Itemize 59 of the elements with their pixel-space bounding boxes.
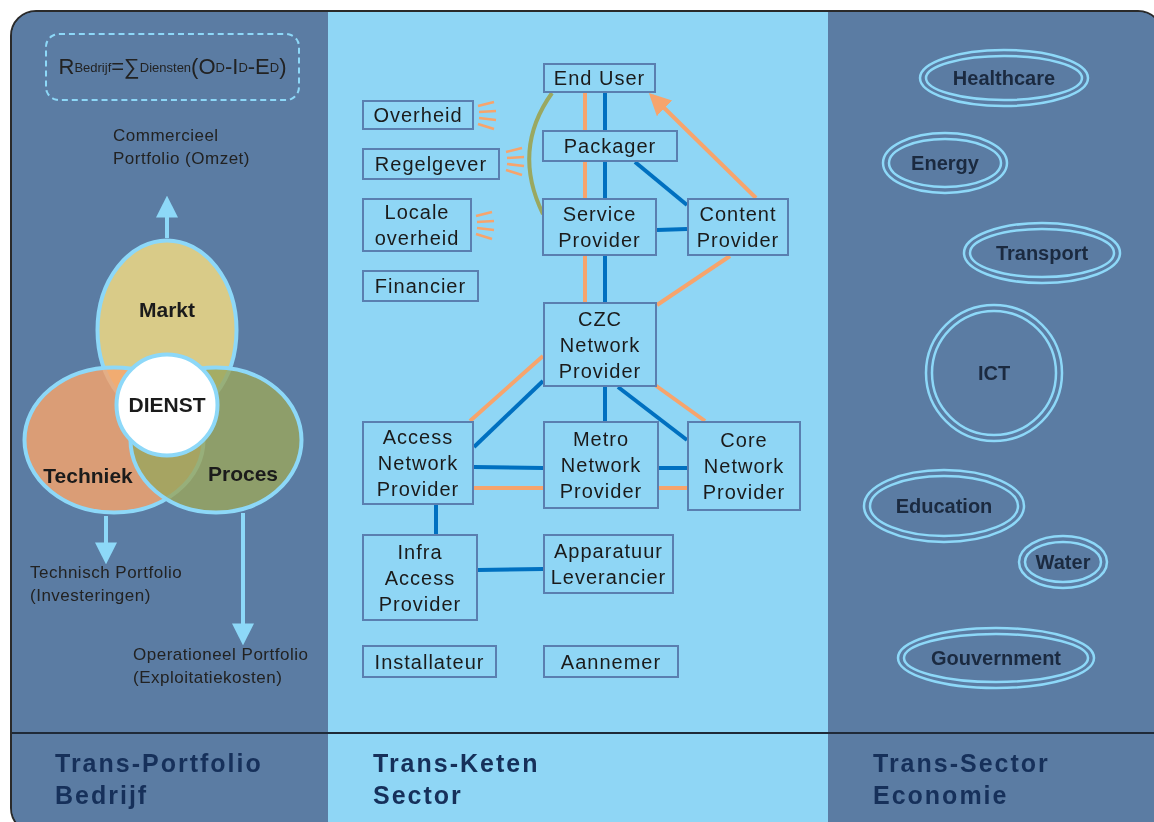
role-box: Core Network Provider — [687, 421, 801, 511]
sector-label: Gouvernment — [931, 646, 1061, 670]
connector-line — [603, 93, 607, 130]
venn-label: Techniek — [43, 464, 133, 488]
sector-label: Education — [895, 494, 993, 518]
connector-line — [616, 385, 689, 442]
panel-heading: Trans-Portfolio Bedrijf — [55, 748, 264, 811]
connector-line — [474, 486, 543, 490]
role-box: Service Provider — [542, 198, 657, 256]
connector-line — [583, 93, 587, 130]
venn-label: Markt — [139, 298, 195, 322]
arrow — [156, 195, 178, 238]
sector-label: ICT — [977, 361, 1011, 385]
arrow — [648, 92, 758, 200]
arrow — [232, 513, 254, 646]
connector-line — [653, 383, 707, 423]
portfolio-text: Operationeel Portfolio (Exploitatiekosten) — [133, 643, 323, 715]
venn-label: DIENST — [128, 393, 206, 417]
sector-label: Transport — [995, 241, 1089, 265]
role-box: Overheid — [362, 100, 474, 130]
sector-label: Water — [1035, 550, 1091, 574]
connector-line — [583, 256, 587, 302]
role-box: Locale overheid — [362, 198, 472, 252]
role-box: Metro Network Provider — [543, 421, 659, 509]
connector-line — [473, 465, 544, 470]
connector-line — [656, 227, 688, 232]
role-box: Content Provider — [687, 198, 789, 256]
connector-line — [527, 91, 554, 215]
sector-label: Healthcare — [952, 66, 1056, 90]
role-box: Aannemer — [543, 645, 679, 678]
role-box: Infra Access Provider — [362, 534, 478, 621]
connector-line — [603, 162, 607, 198]
arrow — [95, 516, 117, 565]
role-box: End User — [543, 63, 656, 93]
connector-line — [655, 254, 732, 307]
role-box: Regelgever — [362, 148, 500, 180]
connector-line — [583, 162, 587, 198]
sector-panel — [328, 12, 828, 822]
connector-line — [472, 379, 545, 449]
panel-heading: Trans-Keten Sector — [373, 748, 541, 811]
connector-line — [477, 567, 544, 572]
portfolio-text: Commercieel Portfolio (Omzet) — [113, 124, 263, 198]
connector-line — [633, 160, 689, 207]
connector-line — [603, 387, 607, 421]
connector-line — [659, 466, 687, 470]
role-box: CZC Network Provider — [543, 302, 657, 387]
role-box: Apparatuur Leverancier — [543, 534, 674, 594]
panel-heading: Trans-Sector Economie — [873, 748, 1051, 811]
role-box: Installateur — [362, 645, 497, 678]
role-box: Access Network Provider — [362, 421, 474, 505]
connector-line — [603, 256, 607, 302]
role-box: Packager — [542, 130, 678, 162]
role-box: Financier — [362, 270, 479, 302]
venn-label: Proces — [208, 462, 278, 486]
connector-line — [434, 505, 438, 534]
sector-label: Energy — [911, 151, 979, 175]
connector-line — [468, 354, 545, 423]
portfolio-text: Technisch Portfolio (Investeringen) — [30, 561, 200, 633]
connector-line — [659, 486, 687, 490]
